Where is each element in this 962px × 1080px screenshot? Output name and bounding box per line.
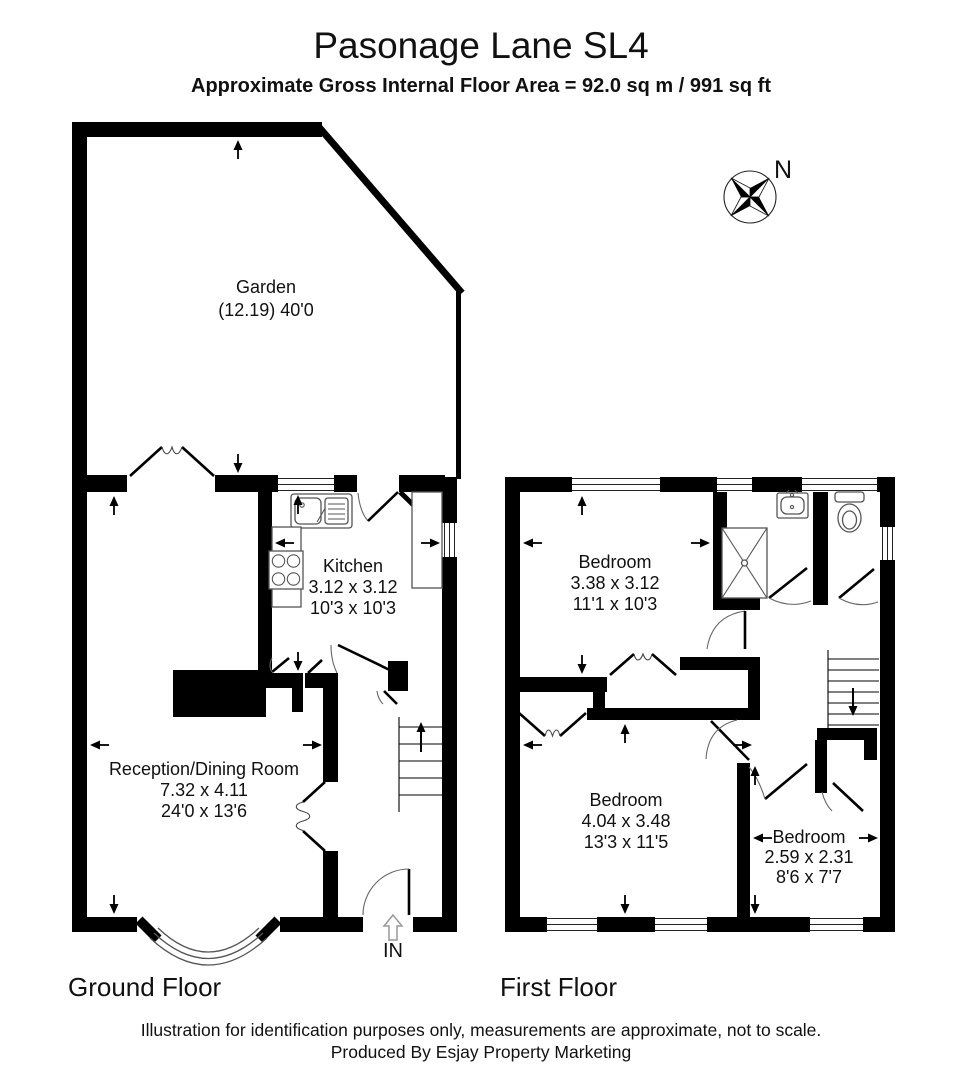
window [442,523,457,557]
window [547,918,863,931]
bedroom2-dimensions-imperial: 13'3 x 11'5 [584,832,669,852]
garden-area: Garden (12.19) 40'0 [72,122,465,932]
bedroom3-label: Bedroom [772,827,845,847]
french-doors [129,445,215,477]
bedroom3-door [748,763,808,800]
bedroom1-door [706,610,747,650]
bedroom2-label: Bedroom [589,790,662,810]
bedroom3-dimensions-metric: 2.59 x 2.31 [764,847,853,867]
page-subtitle: Approximate Gross Internal Floor Area = … [191,75,771,97]
entrance-label: IN [383,940,403,962]
garden-dimensions: (12.19) 40'0 [218,300,314,320]
stairs-icon [398,717,442,812]
wardrobe-doors [609,652,677,676]
kitchen-partition-wall [258,492,272,673]
bedroom3-dimensions-imperial: 8'6 x 7'7 [776,867,842,887]
hall-doors [269,643,398,705]
kitchen-sink-icon [290,493,353,529]
ground-floor-label: Ground Floor [68,972,222,1002]
disclaimer-text: Illustration for identification purposes… [141,1020,822,1040]
reception-door [295,781,326,852]
reception-dimensions-metric: 7.32 x 4.11 [160,780,248,800]
chimney-breast [173,670,266,717]
closet-door [821,782,864,812]
ground-floor-plan: IN Kitchen 3.12 x 3.12 10'3 x 10'3 Recep… [72,445,457,966]
kitchen-label: Kitchen [323,556,383,576]
bedroom1-label: Bedroom [578,552,651,572]
bedroom1-dimensions-imperial: 11'1 x 10'3 [573,594,658,614]
reception-label: Reception/Dining Room [109,759,299,779]
page-title: Pasonage Lane SL4 [313,25,648,66]
bedroom2-dimensions-metric: 4.04 x 3.48 [581,811,670,831]
wc-door [838,567,879,606]
entrance-door [362,868,411,916]
entrance-arrow-icon [382,913,404,941]
first-floor-label: First Floor [500,972,617,1002]
shower-icon [721,527,768,599]
bedroom2-doors [518,712,587,738]
window [278,478,334,491]
compass-north-label: N [774,156,792,184]
stairs-icon [827,650,879,738]
toilet-icon [834,491,865,533]
hob-icon [268,550,304,590]
window [572,478,877,491]
shower-room-door [768,566,812,605]
bedroom1-dimensions-metric: 3.38 x 3.12 [570,573,659,593]
producer-text: Produced By Esjay Property Marketing [331,1042,632,1062]
first-floor-plan: Bedroom 3.38 x 3.12 11'1 x 10'3 Bedroom … [505,477,895,932]
bay-window [135,916,282,966]
landing-door [705,719,750,761]
window [880,527,895,560]
basin-icon [776,489,809,519]
kitchen-dimensions-imperial: 10'3 x 10'3 [310,598,396,618]
garden-label: Garden [236,277,296,297]
counter [411,491,443,589]
reception-dimensions-imperial: 24'0 x 13'6 [161,801,247,821]
kitchen-dimensions-metric: 3.12 x 3.12 [308,577,397,597]
compass-rose-icon [723,170,777,224]
